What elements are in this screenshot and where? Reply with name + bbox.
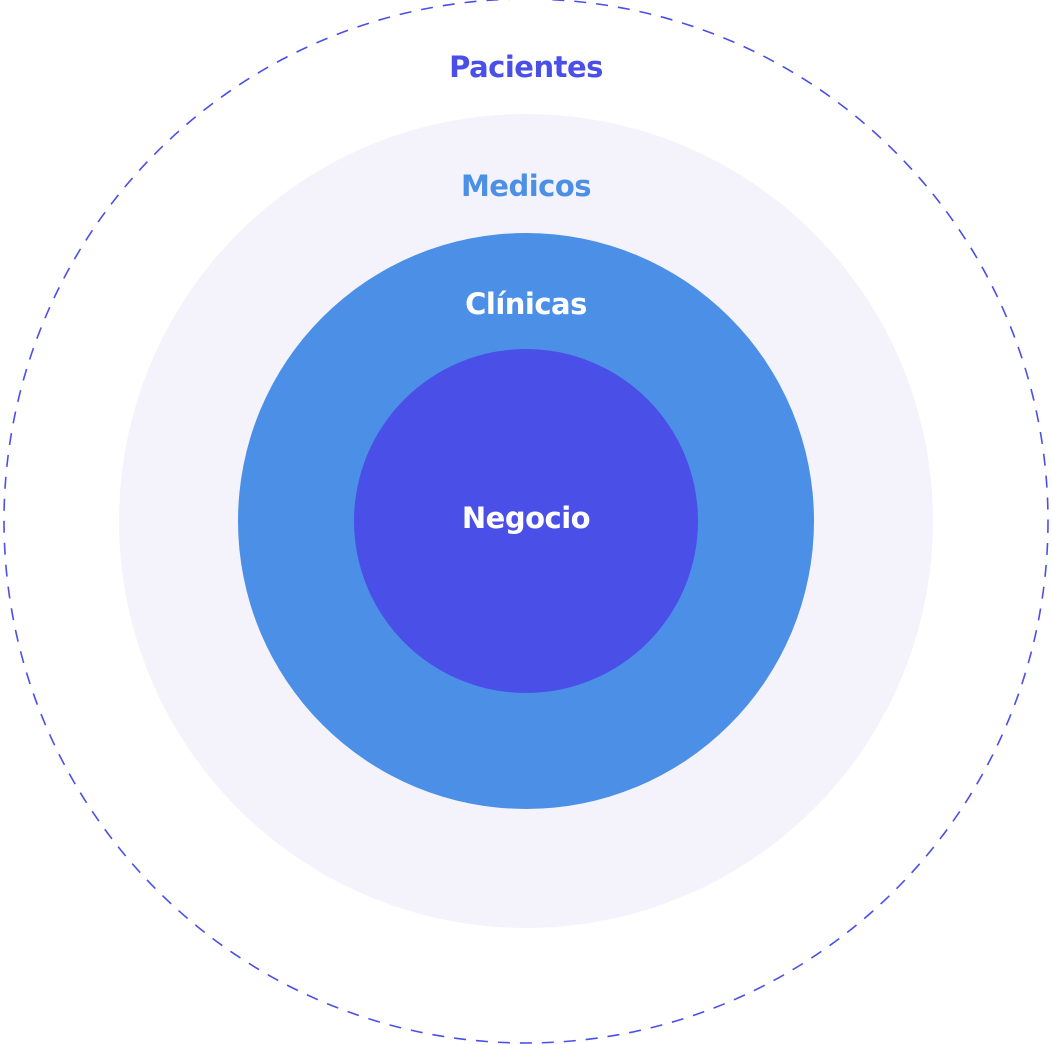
label-clinicas: Clínicas: [465, 287, 587, 321]
ring-negocio: [354, 349, 698, 693]
ring-pacientes: [3, 0, 1049, 1044]
label-negocio: Negocio: [462, 501, 590, 535]
label-medicos: Medicos: [461, 169, 591, 203]
label-pacientes: Pacientes: [449, 50, 603, 84]
